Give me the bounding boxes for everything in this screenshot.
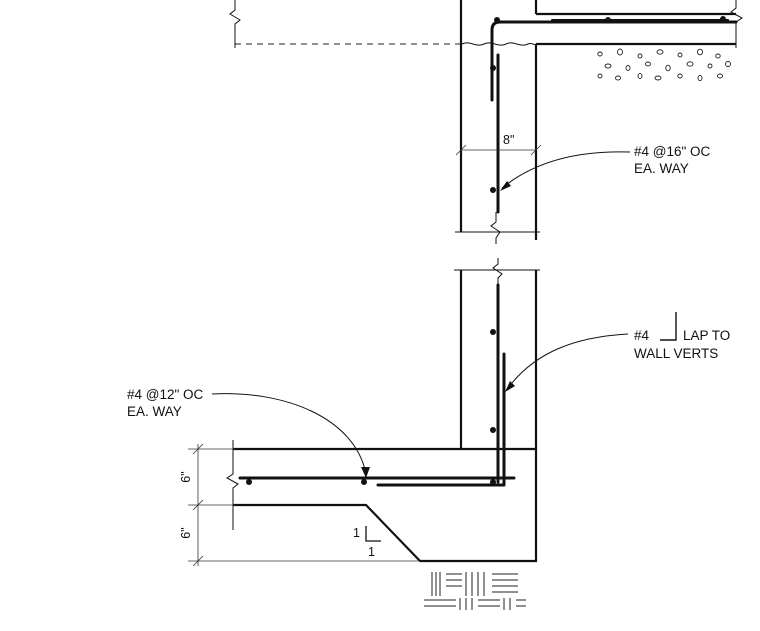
footing-upper-dim: 6" bbox=[179, 471, 193, 482]
footing-lower-dim: 6" bbox=[179, 527, 193, 538]
slab-rebar-hook bbox=[490, 20, 738, 102]
wall-thickness-dimension: 8" bbox=[455, 133, 542, 156]
slope-run-label: 1 bbox=[368, 545, 375, 559]
footing-depth-dimension: 6" 6" bbox=[179, 443, 418, 567]
bottom-assembly: #4 LAP TO WALL VERTS #4 @12" OC EA. WAY … bbox=[127, 258, 730, 610]
upper-callout-text-2: EA. WAY bbox=[634, 161, 689, 176]
wall-break-zig-bottom bbox=[492, 258, 503, 290]
l-bar-symbol bbox=[660, 312, 677, 341]
top-assembly: 8" #4 @16" OC EA. WAY bbox=[229, 0, 743, 244]
lap-l-bar bbox=[376, 352, 506, 487]
wall-thickness-label: 8" bbox=[503, 133, 514, 147]
soil-hatch bbox=[424, 572, 526, 610]
upper-callout-leader bbox=[501, 151, 631, 189]
footing-break-left bbox=[226, 440, 239, 530]
break-symbol-right bbox=[730, 0, 743, 48]
wall-break-zig-top bbox=[490, 212, 501, 244]
slope-indicator: 1 1 bbox=[353, 526, 381, 559]
lap-callout-prefix: #4 bbox=[634, 328, 650, 343]
joint-line bbox=[461, 42, 537, 46]
lap-callout-line2: WALL VERTS bbox=[634, 346, 718, 361]
slope-rise-label: 1 bbox=[353, 526, 360, 540]
footing-callout-text-1: #4 @12" OC bbox=[127, 387, 204, 402]
footing-callout-text-2: EA. WAY bbox=[127, 404, 182, 419]
footing-outline bbox=[233, 447, 538, 563]
break-symbol-left bbox=[229, 0, 241, 48]
gravel-fill bbox=[597, 48, 731, 82]
upper-callout-text-1: #4 @16" OC bbox=[634, 144, 711, 159]
lap-callout-leader bbox=[507, 333, 629, 389]
lap-callout-suffix: LAP TO bbox=[683, 328, 730, 343]
footing-callout-leader bbox=[211, 393, 367, 475]
